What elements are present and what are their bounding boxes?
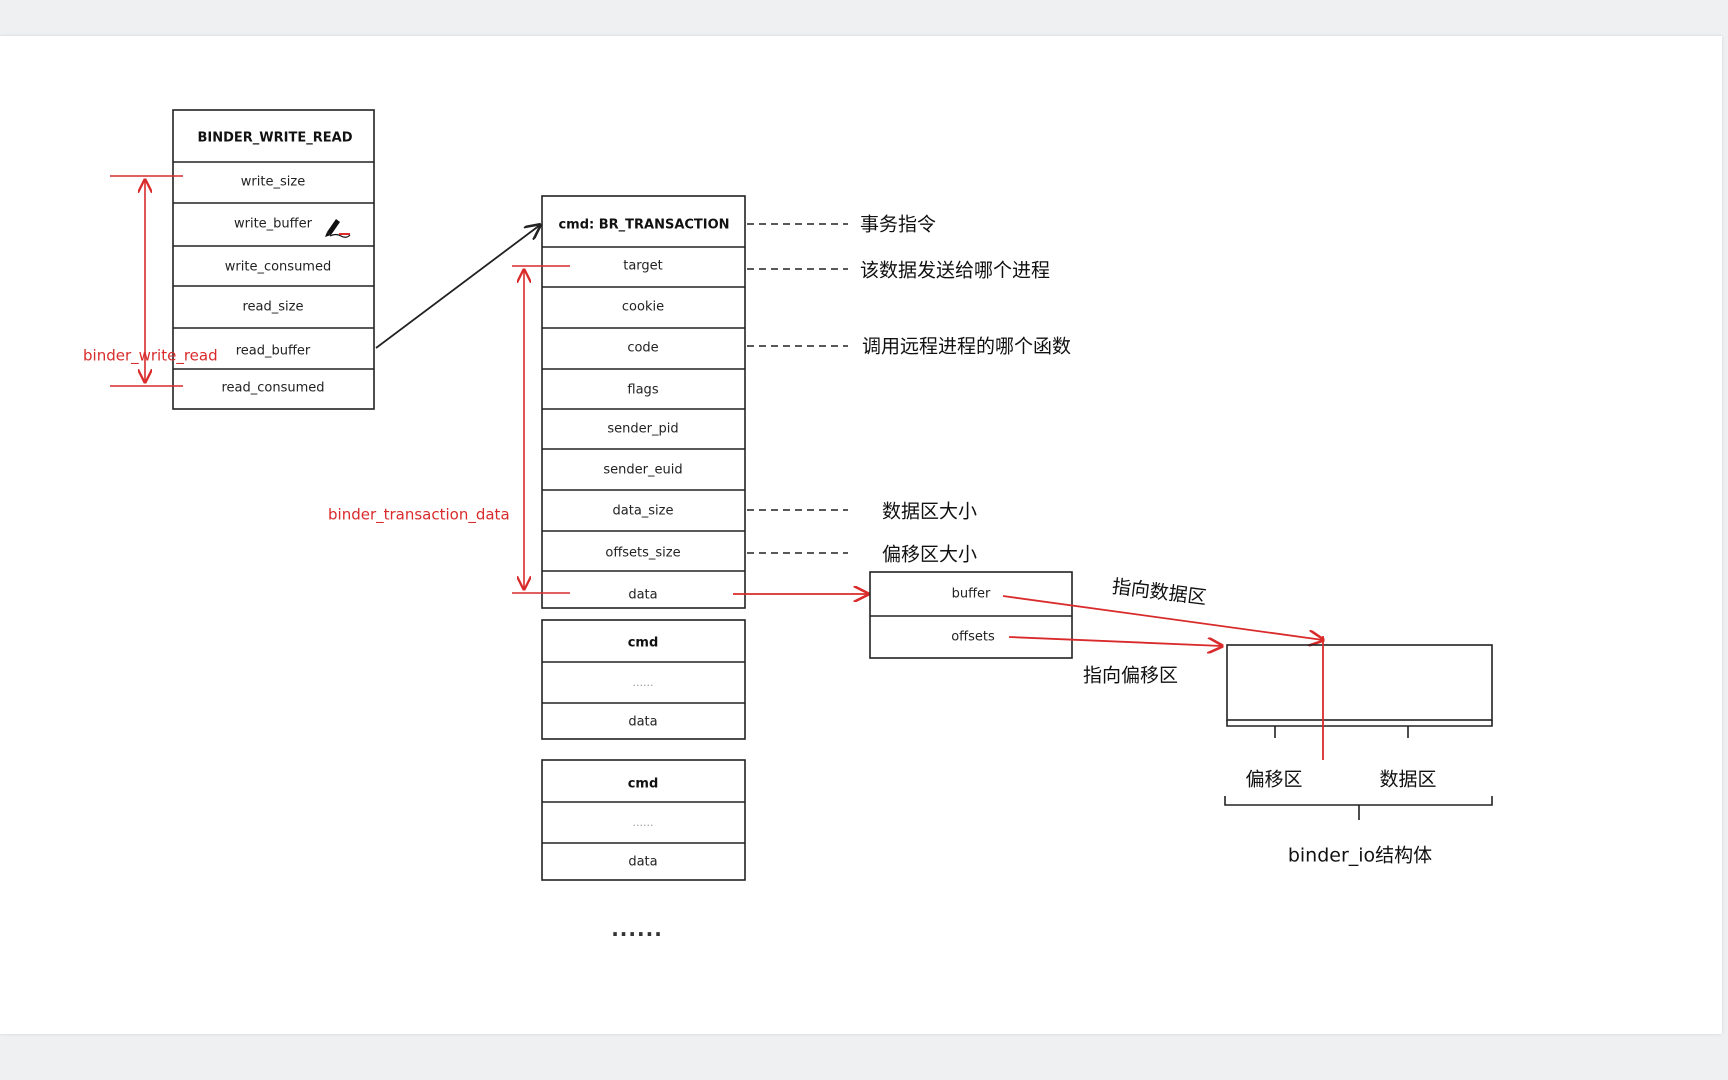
txn-field-flags: flags: [627, 383, 658, 398]
bwr-label: binder_write_read: [83, 347, 218, 366]
pointer-label-data: 指向数据区: [1111, 576, 1208, 609]
bwr-field-read-consumed: read_consumed: [221, 381, 324, 396]
txn-field-offsets-size: offsets_size: [605, 546, 680, 561]
note-code: 调用远程进程的哪个函数: [862, 336, 1071, 358]
txn-field-sender-euid: sender_euid: [603, 463, 682, 478]
pointer-box: [869, 571, 1073, 659]
cmd-block-2-data: data: [628, 855, 657, 870]
cmd-block-2: cmd ...... data: [541, 759, 746, 881]
pointer-offsets: offsets: [951, 630, 995, 645]
txn-field-sender-pid: sender_pid: [607, 422, 678, 437]
binder-io-label: binder_io结构体: [1288, 845, 1432, 867]
txn-field-data: data: [628, 588, 657, 603]
txn-field-target: target: [623, 259, 663, 274]
annotation-leaders: [747, 223, 848, 554]
bwr-field-read-buffer: read_buffer: [236, 344, 311, 359]
more-ellipsis: ......: [611, 917, 663, 941]
cmd-block-1-data: data: [628, 715, 657, 730]
buffer-pointer-arrow: [1002, 595, 1323, 640]
bwr-field-read-size: read_size: [243, 300, 304, 315]
read-buffer-arrow: [375, 225, 540, 349]
bwr-header: BINDER_WRITE_READ: [198, 131, 353, 146]
offsets-pointer-arrow: [1008, 636, 1222, 646]
note-offsets-size: 偏移区大小: [882, 544, 977, 566]
txn-bracket: [512, 265, 570, 594]
cmd-block-1: cmd ...... data: [541, 619, 746, 740]
binder-diagram: BINDER_WRITE_READ write_size write_buffe…: [83, 109, 1493, 941]
binder-write-read-table: [172, 109, 375, 410]
note-data-size: 数据区大小: [882, 501, 977, 523]
binder-io-offset-region: 偏移区: [1245, 769, 1302, 791]
txn-field-cookie: cookie: [622, 300, 664, 315]
cmd-block-2-dots: ......: [633, 816, 654, 829]
cmd-block-2-cmd: cmd: [628, 777, 659, 792]
binder-io-data-region: 数据区: [1379, 769, 1436, 791]
pointer-buffer: buffer: [952, 587, 991, 602]
txn-field-code: code: [627, 341, 658, 356]
note-cmd: 事务指令: [860, 214, 936, 236]
bwr-field-write-buffer: write_buffer: [234, 217, 313, 232]
bwr-bracket: [110, 175, 183, 387]
note-target: 该数据发送给哪个进程: [860, 260, 1050, 282]
txn-header: cmd: BR_TRANSACTION: [558, 218, 729, 233]
txn-field-data-size: data_size: [613, 504, 674, 519]
cmd-block-1-cmd: cmd: [628, 636, 659, 651]
txn-label: binder_transaction_data: [328, 506, 510, 525]
pen-cursor-icon: [325, 219, 351, 238]
binder-io-box: [1224, 644, 1493, 820]
pointer-label-offsets: 指向偏移区: [1083, 665, 1178, 687]
cmd-block-1-dots: ......: [633, 676, 654, 689]
bwr-field-write-size: write_size: [241, 175, 305, 190]
bwr-field-write-consumed: write_consumed: [225, 260, 331, 275]
diagram-canvas: BINDER_WRITE_READ write_size write_buffe…: [0, 36, 1722, 1034]
transaction-table: [541, 195, 746, 609]
